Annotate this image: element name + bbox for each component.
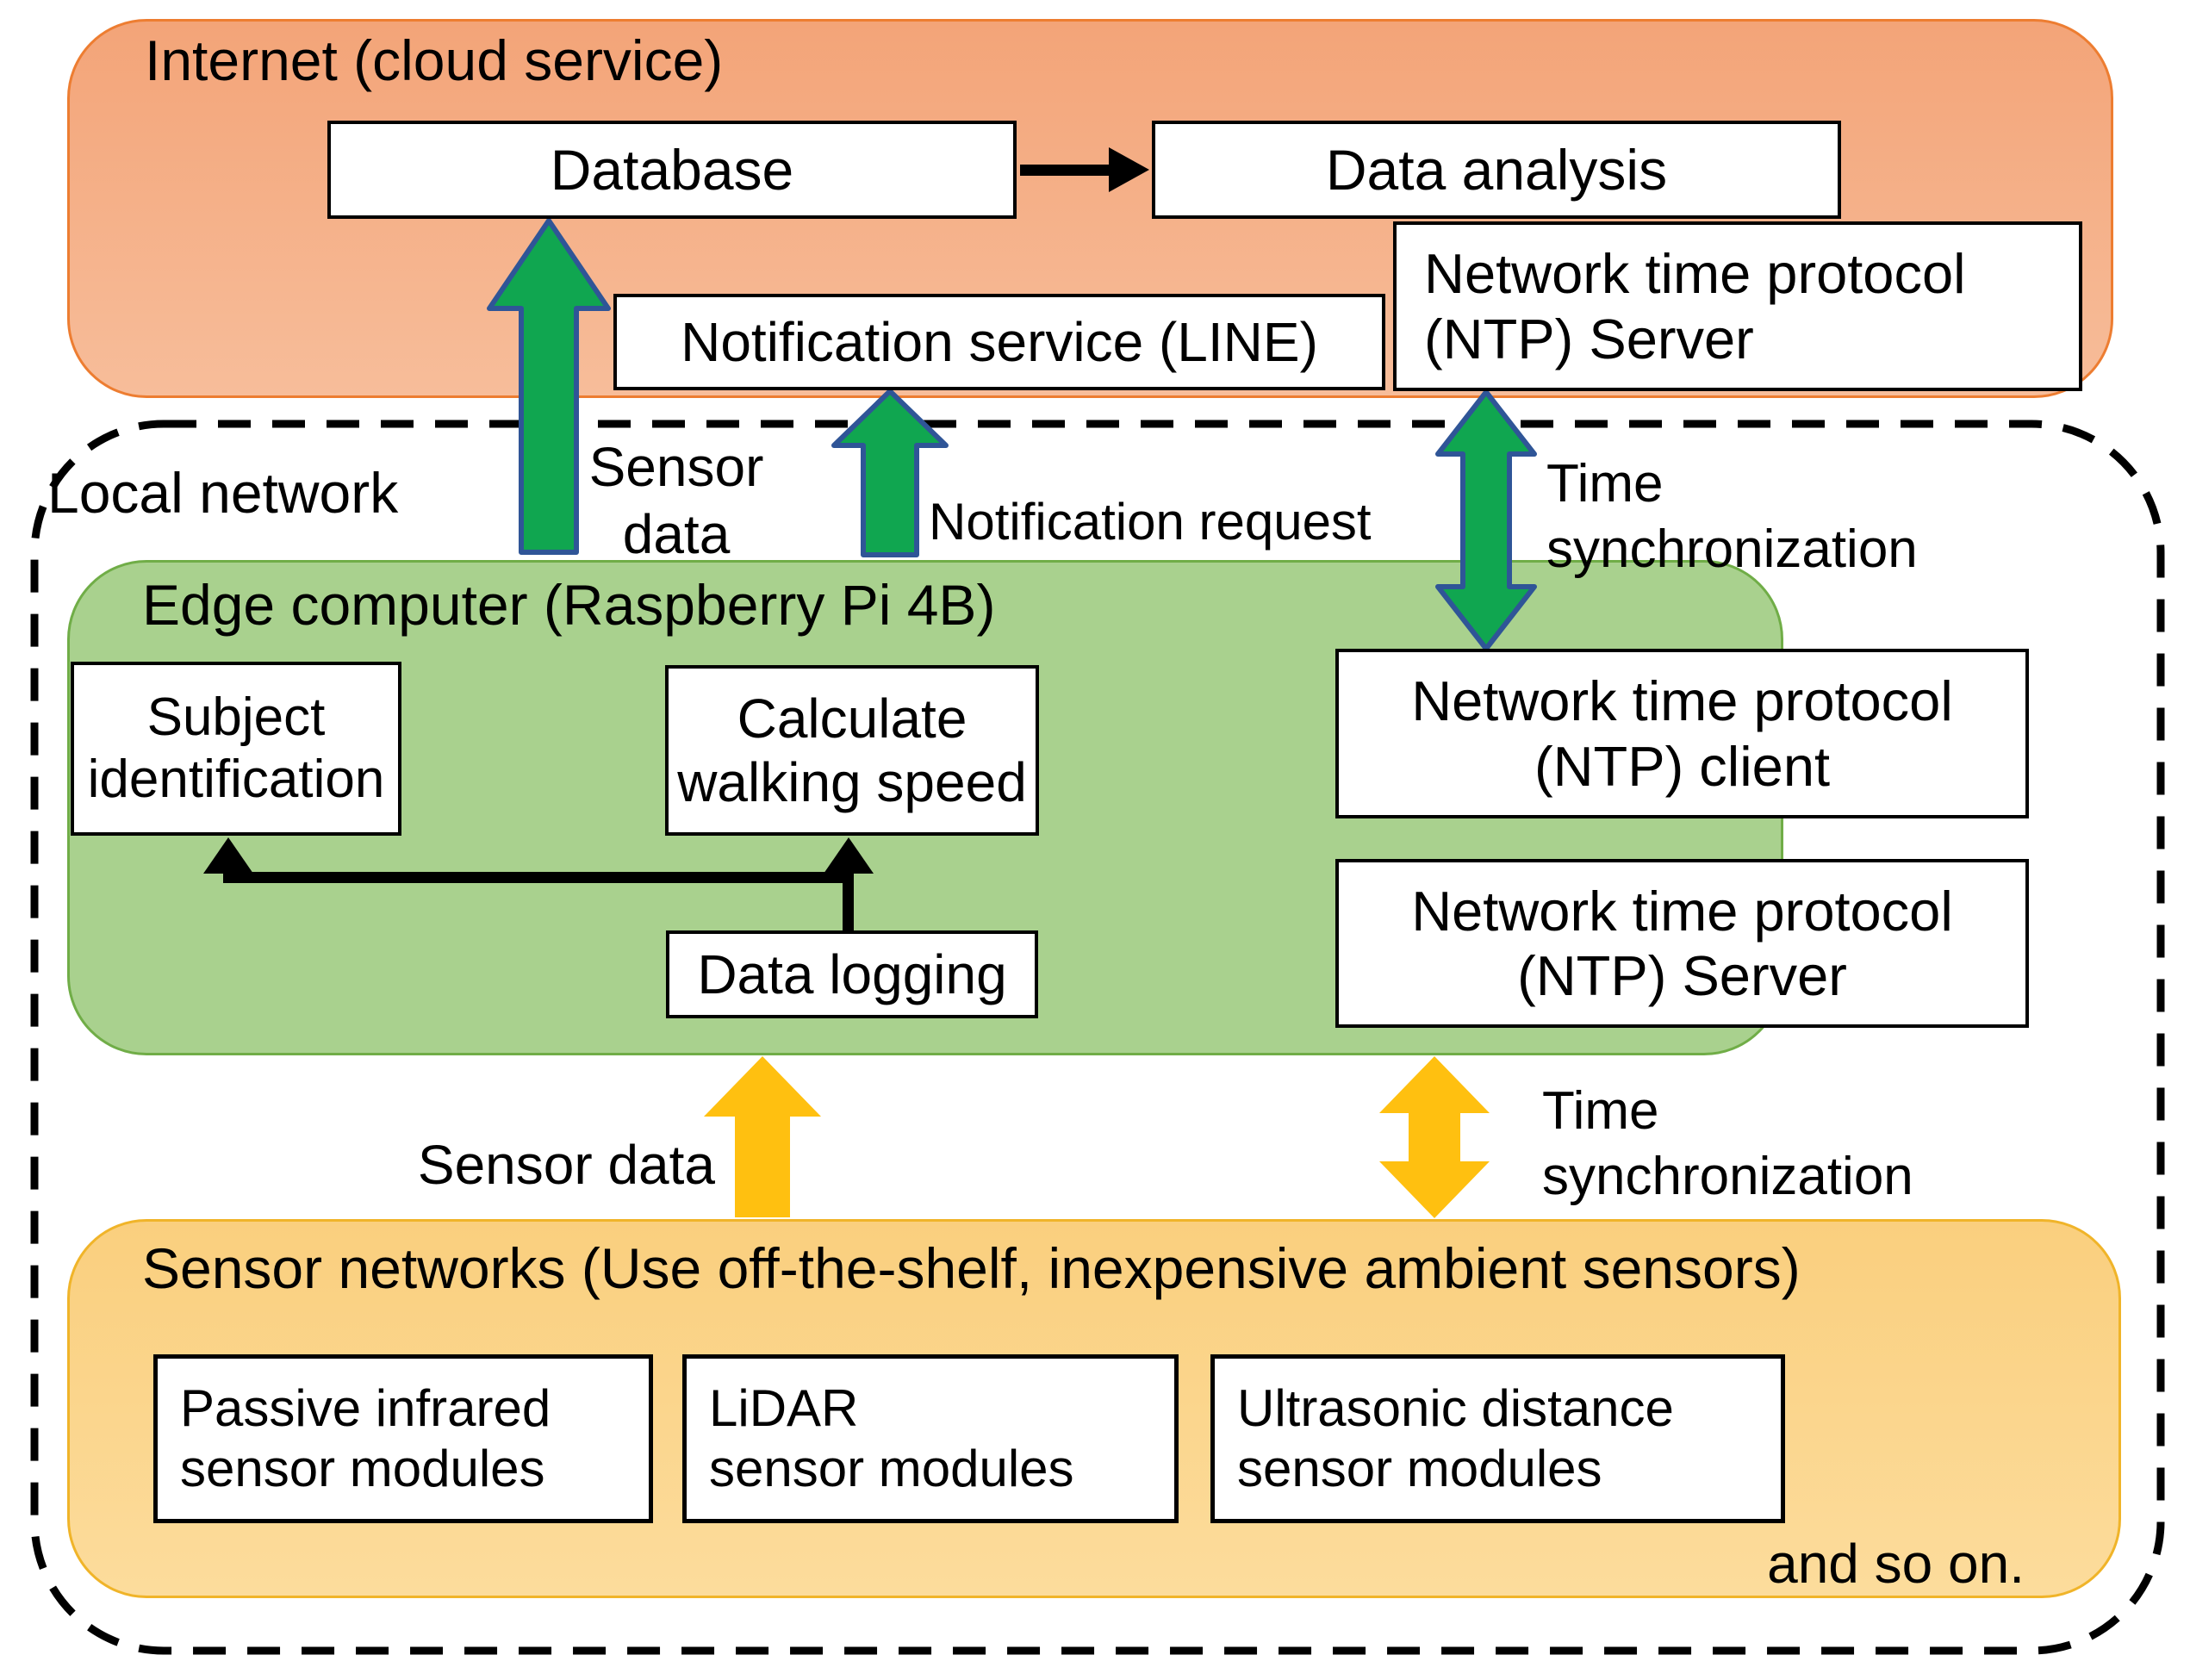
edge-ntp-server-line2: (NTP) Server xyxy=(1517,944,1847,1007)
data-logging-label: Data logging xyxy=(697,943,1007,1005)
data-logging-box: Data logging xyxy=(666,930,1038,1018)
subject-identification-box: Subject identification xyxy=(71,662,401,836)
arrow-sensor-data-to-logging xyxy=(704,1056,821,1217)
time-sync-top-line1: Time xyxy=(1546,454,1664,513)
data-analysis-label: Data analysis xyxy=(1325,137,1668,202)
calculate-walking-speed-line1: Calculate xyxy=(737,687,967,750)
arrow-time-sync-bottom xyxy=(1379,1056,1490,1218)
notification-service-box: Notification service (LINE) xyxy=(613,294,1385,390)
subject-identification-line2: identification xyxy=(87,750,385,809)
edge-ntp-server-box: Network time protocol (NTP) Server xyxy=(1335,859,2029,1028)
calculate-walking-speed-box: Calculate walking speed xyxy=(665,665,1039,836)
cloud-ntp-server-line2: (NTP) Server xyxy=(1424,307,1754,370)
cloud-ntp-server-line1: Network time protocol xyxy=(1424,242,1966,306)
data-analysis-box: Data analysis xyxy=(1152,121,1841,219)
time-sync-bottom-line2: synchronization xyxy=(1542,1146,1913,1206)
database-label: Database xyxy=(550,137,794,202)
time-sync-top-line2: synchronization xyxy=(1546,519,1918,579)
notification-request-label: Notification request xyxy=(929,493,1372,551)
passive-infrared-line1: Passive infrared xyxy=(180,1379,551,1438)
sensor-data-top-line1: Sensor xyxy=(588,436,764,498)
time-sync-bottom-label: Time synchronization xyxy=(1542,1079,1913,1209)
time-sync-top-label: Time synchronization xyxy=(1546,451,1918,582)
sensor-data-bottom-label: Sensor data xyxy=(417,1134,715,1196)
edge-ntp-server-line1: Network time protocol xyxy=(1411,879,1953,943)
passive-infrared-box: Passive infrared sensor modules xyxy=(153,1354,653,1523)
notification-service-label: Notification service (LINE) xyxy=(681,310,1318,373)
lidar-line1: LiDAR xyxy=(709,1379,859,1438)
database-box: Database xyxy=(327,121,1017,219)
local-network-label: Local network xyxy=(47,461,399,525)
passive-infrared-line2: sensor modules xyxy=(180,1440,545,1497)
lidar-box: LiDAR sensor modules xyxy=(682,1354,1179,1523)
cloud-panel-title: Internet (cloud service) xyxy=(145,28,724,92)
sensor-data-top-label: Sensor data xyxy=(547,433,806,568)
time-sync-bottom-line1: Time xyxy=(1542,1081,1659,1141)
edge-ntp-client-line2: (NTP) client xyxy=(1534,734,1831,798)
ultrasonic-distance-line2: sensor modules xyxy=(1237,1440,1602,1497)
edge-ntp-client-line1: Network time protocol xyxy=(1411,669,1953,733)
and-so-on-label: and so on. xyxy=(1767,1533,2025,1595)
ultrasonic-distance-line1: Ultrasonic distance xyxy=(1237,1379,1674,1438)
sensor-data-top-line2: data xyxy=(622,503,731,566)
edge-panel-title: Edge computer (Raspberry Pi 4B) xyxy=(142,573,996,637)
sensor-panel-title: Sensor networks (Use off-the-shelf, inex… xyxy=(142,1236,1801,1300)
calculate-walking-speed-line2: walking speed xyxy=(677,751,1027,813)
edge-ntp-client-box: Network time protocol (NTP) client xyxy=(1335,649,2029,818)
lidar-line2: sensor modules xyxy=(709,1440,1074,1497)
ultrasonic-distance-box: Ultrasonic distance sensor modules xyxy=(1210,1354,1785,1523)
cloud-ntp-server-box: Network time protocol (NTP) Server xyxy=(1393,221,2082,391)
subject-identification-line1: Subject xyxy=(146,688,326,748)
